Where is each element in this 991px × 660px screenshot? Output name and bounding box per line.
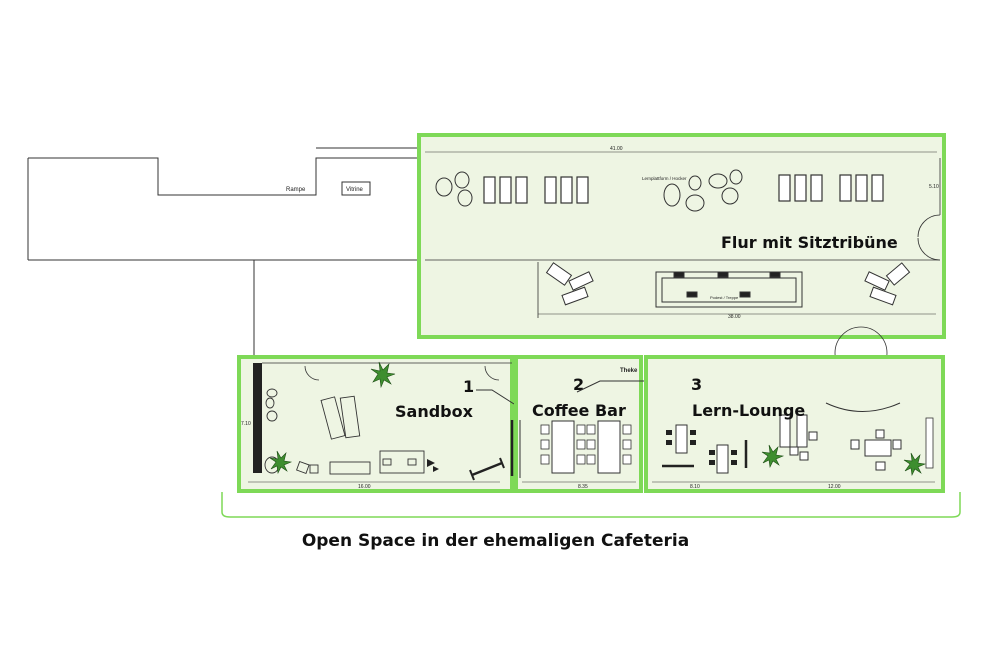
dim-right-top: 5.10: [929, 184, 939, 190]
vitrine-label: Vitrine: [346, 187, 364, 193]
zone-coffee-label: Coffee Bar: [532, 401, 626, 420]
dim-lern-b: 12.00: [828, 484, 841, 490]
sitztribuene: [655, 271, 803, 308]
zone-lern-number: 3: [691, 375, 702, 394]
flur-tables-right: [778, 174, 884, 202]
dim-lern-a: 8.10: [690, 484, 700, 490]
lounge-chairs-right: [864, 262, 911, 306]
rampe-label: Rampe: [286, 187, 306, 193]
lern-furniture: [675, 414, 902, 474]
dim-top: 41.00: [610, 146, 623, 152]
flur-tables-left: [483, 176, 589, 204]
flur-seating-ovals-left: [435, 171, 473, 207]
zone-flur-label: Flur mit Sitztribüne: [721, 233, 898, 252]
flur-small-label: Lernplattform / Hocker: [642, 176, 687, 181]
zone-flur: [417, 133, 946, 339]
sandbox-furniture: [264, 388, 425, 475]
sandbox-pins: [427, 459, 439, 472]
zone-lern-lounge: [644, 355, 945, 493]
lounge-chairs-left: [545, 262, 594, 306]
sandbox-bar: [471, 461, 503, 477]
dim-coffee: 8.35: [578, 484, 588, 490]
dim-sandbox: 16.00: [358, 484, 371, 490]
leader-line-1: [476, 389, 515, 405]
open-space-caption: Open Space in der ehemaligen Cafeteria: [301, 531, 690, 551]
lern-chairs-dark: [666, 430, 737, 465]
vitrine-box: [341, 181, 371, 196]
sandbox-wall-shelf: [253, 363, 262, 473]
dim-left-height: 7.10: [241, 421, 251, 427]
theke-label: Theke: [620, 368, 638, 374]
dim-lower: 38.00: [728, 314, 741, 320]
flur-seating-ovals-center: [663, 169, 743, 212]
lounge-arc: [825, 402, 901, 412]
zone-sandbox-label: Sandbox: [395, 402, 474, 421]
plant-icon: [269, 361, 927, 476]
zone-lern-label: Lern-Lounge: [692, 401, 805, 420]
open-space-bracket: [221, 492, 961, 518]
coffee-tables: [551, 420, 621, 474]
coffee-stools: [540, 424, 632, 465]
zone-coffee-number: 2: [573, 375, 584, 394]
zone-sandbox-number: 1: [463, 377, 474, 396]
podest-label: Podest / Treppe: [710, 295, 739, 300]
